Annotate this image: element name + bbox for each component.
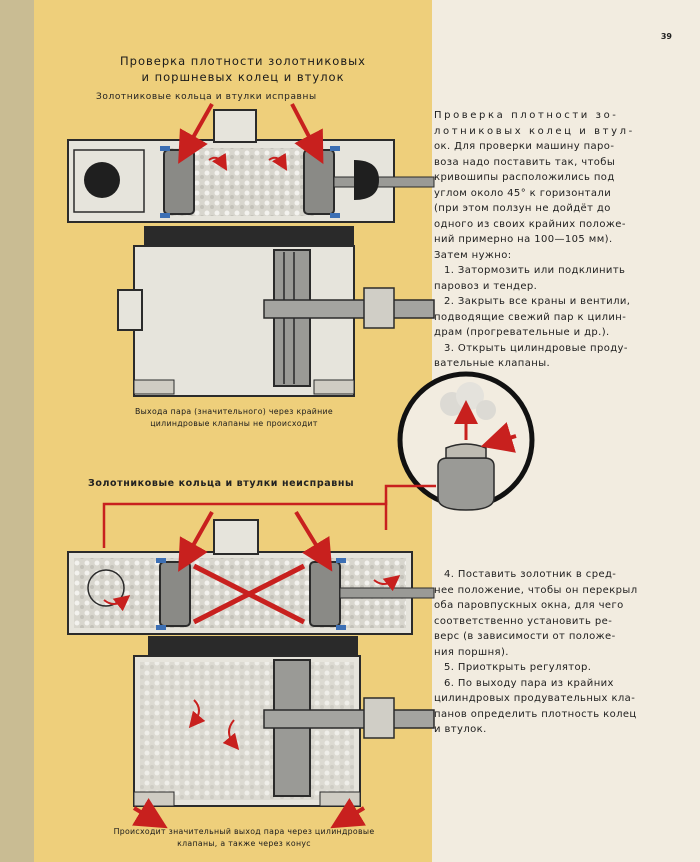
step-4-line: ния поршня).: [434, 646, 509, 658]
intro-line: воза надо поставить так, чтобы: [434, 156, 616, 168]
figure1-steam-chest: [67, 109, 435, 223]
intro-line: углом около 45° к горизонтали: [434, 187, 612, 199]
instructions-upper: Проверка плотности зо- лотниковых колец …: [434, 108, 674, 372]
figure1-top-caption: Золотниковые кольца и втулки исправны: [96, 92, 317, 102]
intro-line: ний примерно на 100—105 мм).: [434, 234, 613, 245]
step-4-line: соответственно установить ре-: [434, 615, 613, 627]
step-5-line: 5. Приоткрыть регулятор.: [444, 662, 592, 673]
figure1-cylinder: [117, 226, 435, 397]
intro-line: (при этом ползун не дойдёт до: [434, 203, 611, 214]
cylinder-diagrams: [67, 103, 535, 829]
figure1-bottom-caption: Выхода пара (значительного) через крайни…: [134, 407, 334, 428]
intro-line: ок. Для проверки машину паро-: [434, 141, 615, 152]
figure2-steam-arrows: [103, 510, 401, 829]
instructions-lower: 4. Поставить золотник в сред- нее положе…: [434, 567, 674, 738]
page-title: Проверка плотности золотниковых и поршне…: [78, 53, 408, 85]
step-3-line: вательные клапаны.: [434, 358, 551, 369]
section-heading-line-1: Проверка плотности зо-: [434, 110, 619, 121]
intro-line: Затем нужно:: [434, 249, 512, 261]
step-2-line: подводящие свежий пар к цилин-: [434, 311, 627, 323]
page-number: 39: [660, 32, 672, 41]
step-2-line: 2. Закрыть все краны и вентили,: [444, 296, 631, 307]
section-heading-line-2: лотниковых колец и втул-: [434, 125, 635, 137]
book-page: 39 Проверка плотности золотниковых и пор…: [34, 0, 700, 862]
step-6-line: 6. По выходу пара из крайних: [444, 677, 614, 689]
intro-line: одного из своих крайних положе-: [434, 218, 626, 230]
step-4-line: оба паровпускных окна, для чего: [434, 600, 624, 611]
step-4-line: нее положение, чтобы он перекрыл: [434, 584, 638, 596]
step-6-line: панов определить плотность колец: [434, 708, 637, 720]
drain-valve-inset: [397, 371, 535, 511]
figure2-bottom-caption: Происходит значительный выход пара через…: [113, 827, 375, 848]
step-1-line: паровоз и тендер.: [434, 280, 538, 292]
figure2-cylinder: [133, 636, 435, 807]
step-1-line: 1. Затормозить или подклинить: [444, 265, 626, 276]
step-4-line: верс (в зависимости от положе-: [434, 631, 616, 642]
figure2-steam-chest: [67, 519, 435, 635]
page-title-line-1: Проверка плотности золотниковых: [120, 54, 366, 68]
step-2-line: драм (прогревательные и др.).: [434, 327, 610, 338]
previous-page-edge: [0, 0, 34, 862]
step-6-line: цилиндровых продувательных кла-: [434, 693, 636, 704]
intro-line: кривошипы расположились под: [434, 172, 615, 183]
page-title-line-2: и поршневых колец и втулок: [141, 70, 345, 84]
step-6-line: и втулок.: [434, 724, 487, 735]
step-3-line: 3. Открыть цилиндровые проду-: [444, 342, 628, 354]
step-4-line: 4. Поставить золотник в сред-: [444, 569, 617, 580]
figure2-top-caption: Золотниковые кольца и втулки неисправны: [88, 478, 355, 489]
figure1-steam-arrows: [178, 103, 324, 171]
